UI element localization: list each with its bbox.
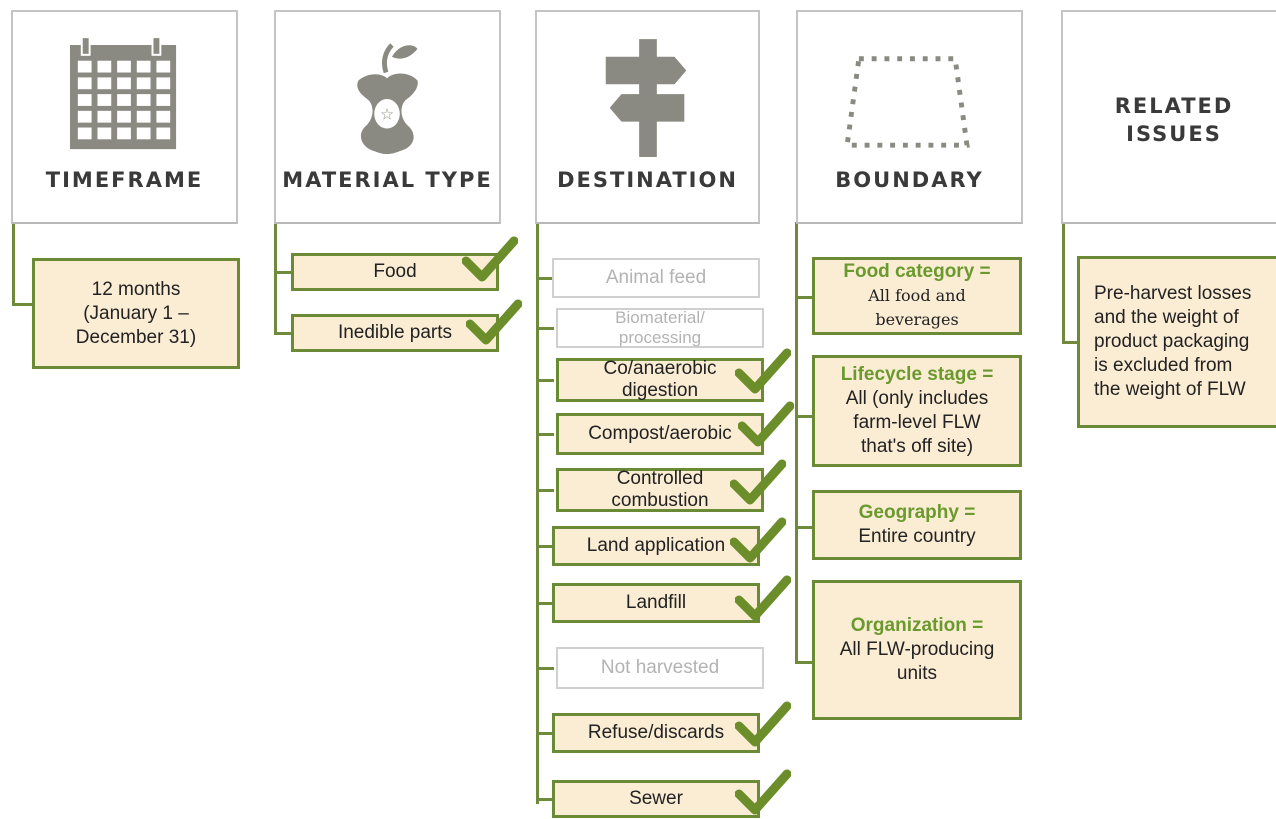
boundary-heading: Lifecycle stage = <box>840 364 994 385</box>
check-icon <box>735 575 791 621</box>
connector <box>1062 341 1078 344</box>
boundary-body: All FLW-producing <box>839 639 995 660</box>
boundary-body: All food and <box>868 286 966 305</box>
related-issues-line: is excluded from <box>1094 355 1233 376</box>
boundary-geography: Geography = Entire country <box>812 490 1022 560</box>
connector <box>536 222 539 804</box>
check-icon <box>738 401 794 447</box>
header-title: DESTINATION <box>557 168 738 192</box>
boundary-heading: Geography = <box>858 502 976 523</box>
material-item-label: Inedible parts <box>337 322 453 343</box>
destination-item-label: Animal feed <box>605 267 707 288</box>
connector <box>274 222 277 335</box>
boundary-body: farm-level FLW <box>853 412 981 433</box>
related-issues-line: product packaging <box>1094 331 1250 352</box>
connector <box>536 732 554 735</box>
connector <box>536 277 554 280</box>
destination-item-controlled-combustion: Controlled combustion <box>556 468 764 512</box>
destination-item-label: Not harvested <box>600 657 720 678</box>
material-item-label: Food <box>373 261 417 282</box>
destination-item-landfill: Landfill <box>552 583 760 623</box>
check-icon <box>735 701 791 747</box>
check-icon <box>466 299 522 345</box>
connector <box>536 379 554 382</box>
connector <box>536 489 554 492</box>
connector <box>795 661 815 664</box>
check-icon <box>730 459 786 505</box>
destination-item-animal-feed: Animal feed <box>552 258 760 298</box>
timeframe-line: (January 1 – <box>83 302 189 324</box>
connector <box>274 332 292 335</box>
destination-item-label: Co/anaerobic digestion <box>603 358 717 401</box>
material-item-inedible-parts: Inedible parts <box>291 314 499 352</box>
boundary-heading: Food category = <box>843 261 991 282</box>
header-title: BOUNDARY <box>835 168 984 192</box>
connector <box>795 296 815 299</box>
related-issues-line: the weight of FLW <box>1094 379 1246 400</box>
svg-text:☆: ☆ <box>380 105 394 124</box>
related-issues-line: Pre-harvest losses <box>1094 283 1252 304</box>
header-title: ISSUES <box>1126 122 1222 146</box>
boundary-lifecycle-stage: Lifecycle stage = All (only includes far… <box>812 355 1022 467</box>
boundary-organization: Organization = All FLW-producing units <box>812 580 1022 720</box>
header-boundary: BOUNDARY <box>796 10 1023 224</box>
header-destination: DESTINATION <box>535 10 760 224</box>
header-timeframe: TIMEFRAME <box>11 10 238 224</box>
connector <box>795 526 815 529</box>
boundary-body: beverages <box>875 310 959 329</box>
calendar-icon <box>69 36 177 150</box>
connector <box>536 602 554 605</box>
timeframe-line: 12 months <box>91 278 181 300</box>
connector <box>536 667 554 670</box>
destination-item-biomaterial: Biomaterial/ processing <box>556 308 764 348</box>
boundary-heading: Organization = <box>850 615 984 636</box>
header-related-issues: RELATED ISSUES <box>1061 10 1276 224</box>
check-icon <box>735 769 791 815</box>
boundary-trapezoid-icon <box>844 56 970 148</box>
connector <box>536 327 554 330</box>
connector <box>795 415 815 418</box>
related-issues-line: and the weight of <box>1094 307 1239 328</box>
check-icon <box>462 236 518 282</box>
check-icon <box>735 348 791 394</box>
header-material-type: ☆ MATERIAL TYPE <box>274 10 501 224</box>
destination-item-label: Refuse/discards <box>587 722 725 743</box>
destination-item-label: Controlled combustion <box>611 468 709 511</box>
boundary-body: that's off site) <box>860 436 974 457</box>
connector <box>536 433 554 436</box>
destination-item-label: Land application <box>586 535 726 556</box>
header-title: MATERIAL TYPE <box>282 168 493 192</box>
destination-item-compost-aerobic: Compost/aerobic <box>556 413 764 455</box>
timeframe-line: December 31) <box>75 326 197 348</box>
check-icon <box>730 517 786 563</box>
connector <box>12 303 32 306</box>
connector <box>536 798 554 801</box>
destination-item-co-anaerobic-digestion: Co/anaerobic digestion <box>556 358 764 402</box>
destination-item-refuse-discards: Refuse/discards <box>552 713 760 753</box>
signpost-icon <box>605 39 687 157</box>
header-title: RELATED <box>1114 94 1234 118</box>
timeframe-box: 12 months (January 1 – December 31) <box>32 258 240 369</box>
connector <box>1062 222 1065 344</box>
connector <box>795 222 798 664</box>
related-issues-box: Pre-harvest losses and the weight of pro… <box>1077 256 1276 428</box>
destination-item-label: Compost/aerobic <box>588 423 732 444</box>
boundary-body: All (only includes <box>845 388 989 409</box>
destination-item-land-application: Land application <box>552 526 760 566</box>
header-title: TIMEFRAME <box>45 168 204 192</box>
connector <box>536 545 554 548</box>
connector <box>12 222 15 306</box>
material-item-food: Food <box>291 253 499 291</box>
destination-item-sewer: Sewer <box>552 780 760 818</box>
apple-core-icon: ☆ <box>357 43 418 155</box>
boundary-body: Entire country <box>858 526 976 547</box>
boundary-body: units <box>896 663 938 684</box>
destination-item-label: Sewer <box>629 788 683 809</box>
destination-item-not-harvested: Not harvested <box>556 647 764 689</box>
connector <box>274 271 292 274</box>
destination-item-label: Biomaterial/ processing <box>615 308 705 347</box>
destination-item-label: Landfill <box>625 592 687 613</box>
boundary-food-category: Food category = All food and beverages <box>812 257 1022 335</box>
